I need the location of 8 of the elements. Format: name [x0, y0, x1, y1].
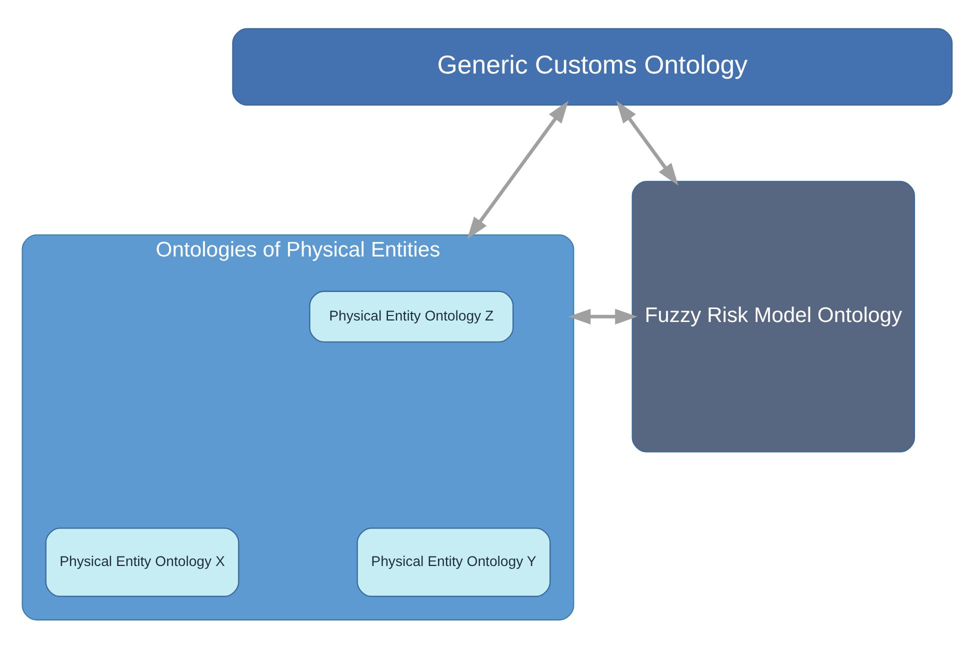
- node-box: Fuzzy Risk Model Ontology: [632, 180, 916, 452]
- node-box: Physical Entity Ontology Z: [309, 290, 514, 343]
- node-box: Physical Entity Ontology Y: [356, 528, 551, 597]
- node-box: Generic Customs Ontology: [232, 28, 953, 106]
- arrow: [568, 308, 638, 324]
- arrow: [467, 100, 568, 240]
- node-box: Physical Entity Ontology X: [45, 528, 240, 597]
- arrow: [616, 100, 678, 186]
